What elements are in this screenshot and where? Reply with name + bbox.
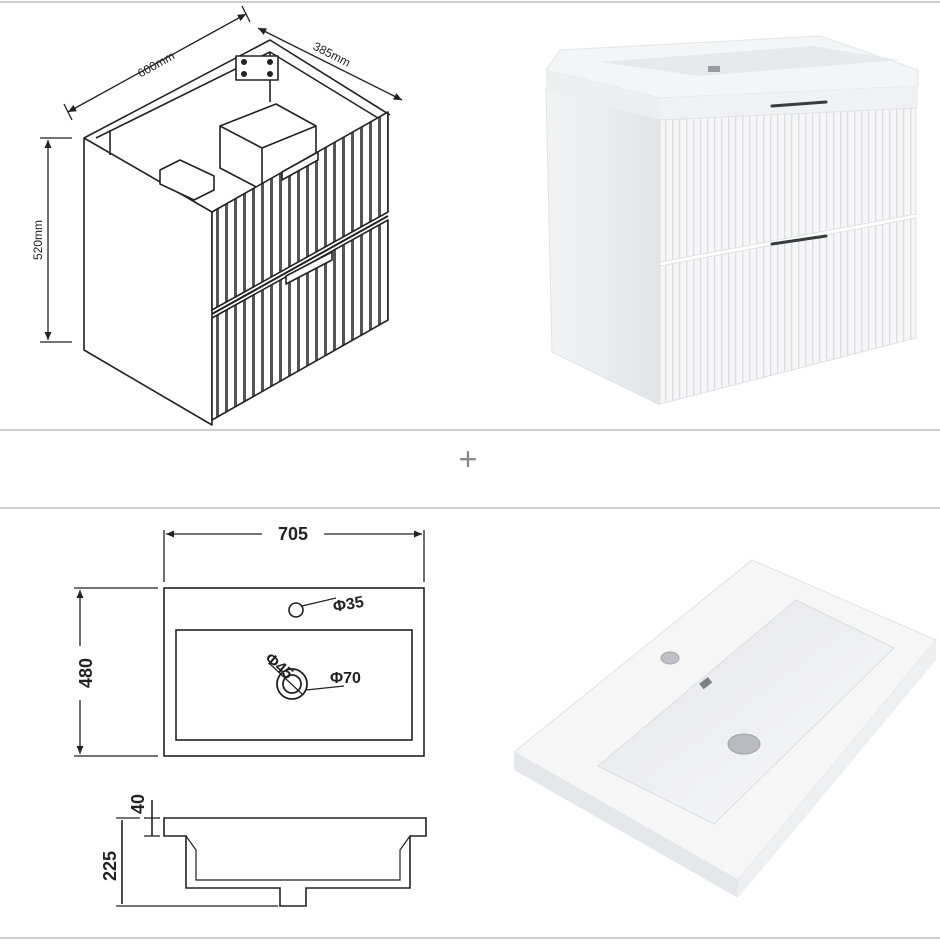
basin-side-dimensions [116, 800, 278, 907]
basin-height-label: 225 [100, 851, 120, 881]
cabinet-height-label: 520mm [31, 220, 45, 260]
basin-top-view [163, 587, 425, 757]
drain-outer-icon [276, 668, 308, 700]
cabinet-line-drawing [83, 39, 391, 426]
bracket-hole-icon [266, 58, 273, 65]
drain-inner-icon [282, 674, 302, 694]
tap-hole-icon [288, 602, 304, 618]
upper-drawer-front [211, 111, 389, 311]
lower-inner-drawer [159, 159, 215, 201]
width-dimension-line [67, 13, 247, 113]
basin-width-label: 705 [278, 524, 308, 544]
cabinet-product-render [545, 35, 919, 406]
basin-depth-label: 480 [76, 658, 96, 688]
drain-hole-icon [727, 733, 761, 755]
basin-render-front-edge [660, 86, 918, 120]
lower-handle [285, 251, 333, 285]
tap-hole-label: Φ35 [332, 594, 366, 616]
basin-render-bowl [600, 46, 900, 76]
basin-bowl-outline [175, 629, 413, 741]
tap-hole-leader [301, 597, 337, 607]
drain-outer-label: Φ70 [330, 670, 361, 687]
plus-symbol: + [459, 441, 478, 477]
render-upper-handle [770, 100, 828, 108]
basin-side-section [163, 817, 427, 907]
cabinet-width-label: 600mm [135, 49, 177, 81]
basin-section-outline [163, 817, 427, 907]
overflow-render-icon [699, 676, 713, 690]
basin-render-side-face [738, 640, 936, 898]
depth-dimension-line [257, 27, 403, 101]
drawer-gap [211, 215, 389, 315]
cabinet-dimensions [40, 5, 403, 343]
cabinet-render-side [545, 87, 661, 406]
render-lower-handle [770, 234, 828, 246]
upper-handle [281, 151, 319, 181]
basin-section-bowl [185, 835, 411, 881]
width-extension-tick [63, 103, 73, 121]
basin-product-render [513, 559, 937, 898]
drain-outer-leader [305, 685, 345, 691]
drain-inner-leader [269, 663, 303, 695]
width-extension-tick [241, 5, 251, 23]
bracket-hole-icon [241, 58, 248, 65]
basin-render-sink-bowl [597, 599, 895, 825]
tap-hole-render-icon [660, 651, 680, 665]
basin-render-lip [546, 70, 660, 120]
bracket-hole-icon [241, 71, 248, 78]
basin-render-front-face [514, 752, 738, 898]
basin-top-dimensions [74, 530, 425, 757]
bracket-hole-icon [266, 71, 273, 78]
overflow-slot-icon [708, 66, 720, 72]
rim-height-label: 40 [128, 794, 148, 814]
cabinet-render-upper-drawer [659, 107, 917, 263]
cabinet-render-lower-drawer [659, 217, 917, 405]
